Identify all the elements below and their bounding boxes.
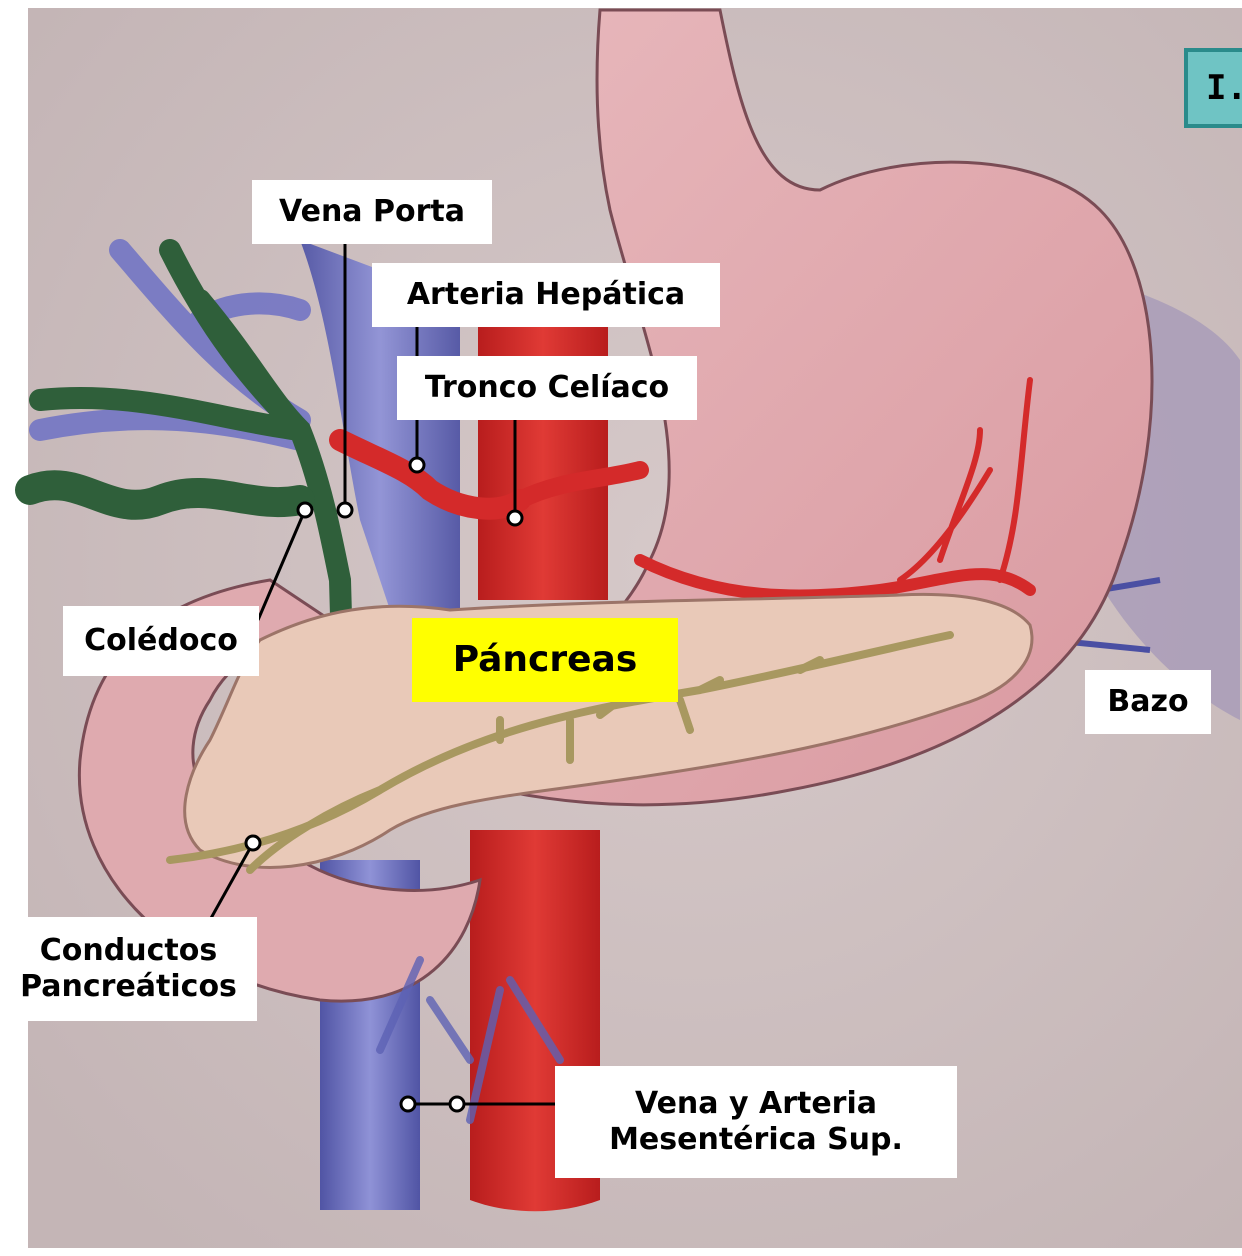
aorta [478, 280, 608, 600]
dot-tronco-celiaco [508, 511, 522, 525]
label-arteria-hepatica: Arteria Hepática [372, 263, 720, 327]
label-bazo: Bazo [1085, 670, 1211, 734]
dot-vena-porta [338, 503, 352, 517]
label-tronco-celiaco: Tronco Celíaco [397, 356, 697, 420]
corner-label: I. [1190, 54, 1242, 122]
dot-arteria-mesenterica [450, 1097, 464, 1111]
dot-arteria-hepatica [410, 458, 424, 472]
dot-vena-mesenterica [401, 1097, 415, 1111]
label-conductos-pancreaticos: Conductos Pancreáticos [0, 917, 257, 1021]
label-mesenterica-sup: Vena y Arteria Mesentérica Sup. [555, 1066, 957, 1178]
dot-coledoco [298, 503, 312, 517]
label-conductos-line1: Conductos [40, 933, 217, 969]
cystic-duct [30, 485, 300, 505]
label-vena-porta: Vena Porta [252, 180, 492, 244]
label-pancreas: Páncreas [412, 618, 678, 702]
dot-conductos [246, 836, 260, 850]
label-mesenterica-line2: Mesentérica Sup. [609, 1122, 903, 1158]
label-coledoco: Colédoco [63, 606, 259, 676]
label-mesenterica-line1: Vena y Arteria [635, 1086, 877, 1122]
label-conductos-line2: Pancreáticos [20, 969, 237, 1005]
